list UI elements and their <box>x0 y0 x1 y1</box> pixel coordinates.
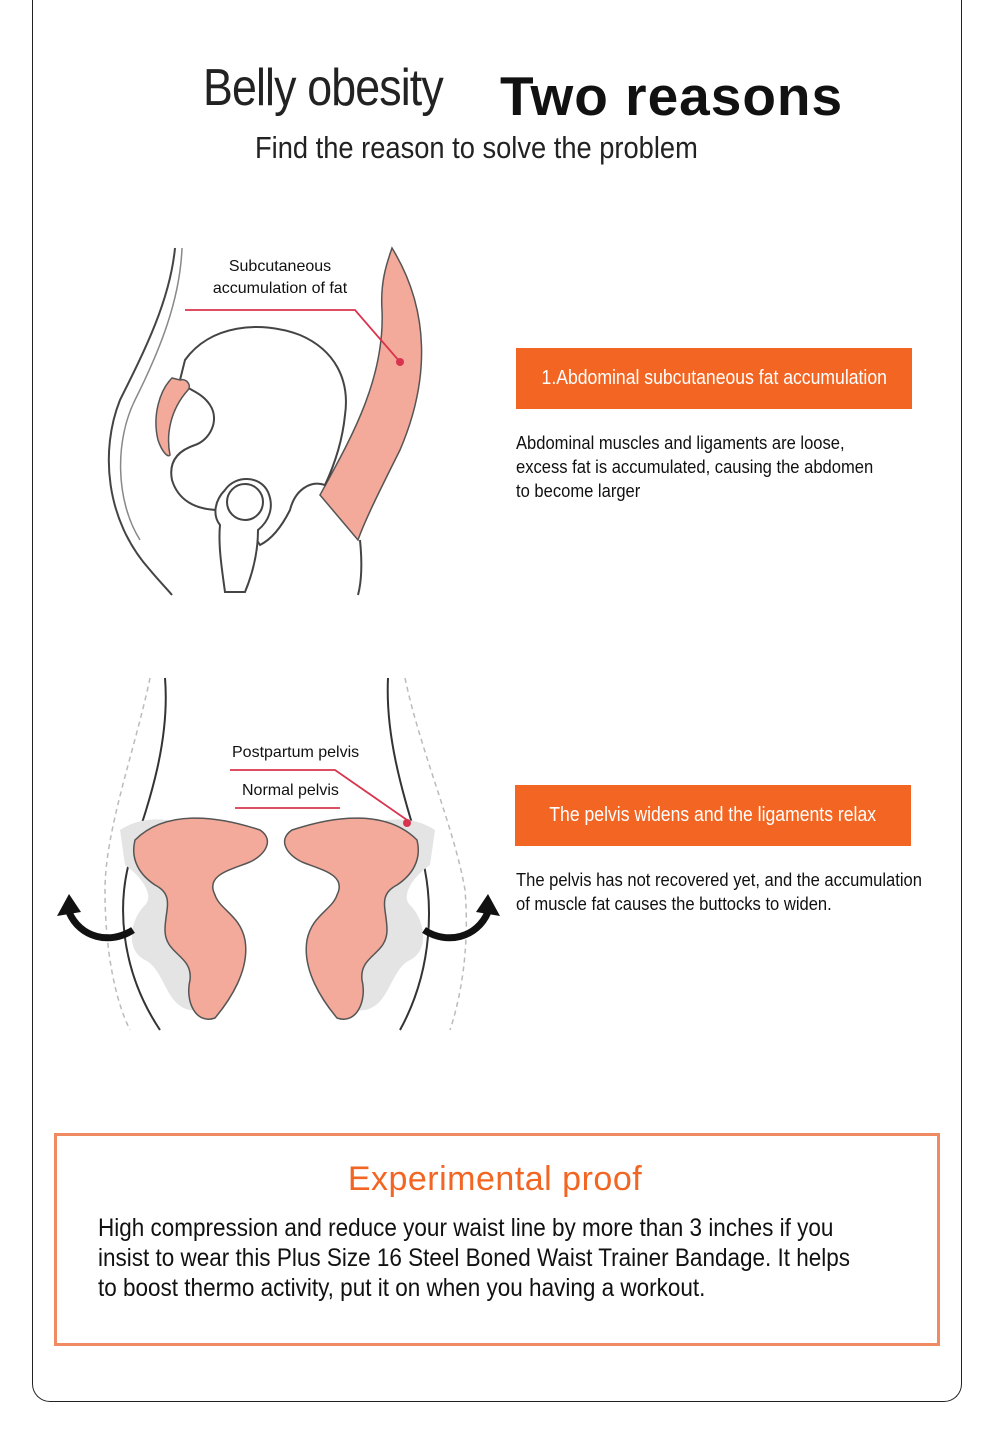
pelvis-front-diagram <box>104 677 468 1031</box>
postpartum-pelvis-label: Postpartum pelvis <box>232 744 360 761</box>
title-two-reasons: Two reasons <box>500 65 844 127</box>
reason2-description: The pelvis has not recovered yet, and th… <box>516 870 922 914</box>
arrow-right-icon <box>422 894 500 942</box>
belly-side-diagram <box>107 246 423 596</box>
title-belly-obesity: Belly obesity <box>203 59 444 117</box>
arrow-left-icon <box>57 894 135 942</box>
subtitle: Find the reason to solve the problem <box>255 130 698 165</box>
reason1-description: Abdominal muscles and ligaments are loos… <box>516 433 874 501</box>
reason2-heading-text: The pelvis widens and the ligaments rela… <box>549 804 877 826</box>
reason1-heading: 1.Abdominal subcutaneous fat accumulatio… <box>516 348 912 409</box>
reason2-heading: The pelvis widens and the ligaments rela… <box>515 785 911 846</box>
experimental-proof-box <box>54 1133 940 1346</box>
reason1-heading-text: 1.Abdominal subcutaneous fat accumulatio… <box>541 367 887 389</box>
normal-pelvis-label: Normal pelvis <box>242 782 339 799</box>
page-frame <box>32 0 962 1402</box>
fat-accumulation-label: Subcutaneous accumulation of fat <box>212 258 348 297</box>
experimental-proof-text: High compression and reduce your waist l… <box>98 1214 851 1302</box>
experimental-proof-title: Experimental proof <box>347 1160 643 1198</box>
